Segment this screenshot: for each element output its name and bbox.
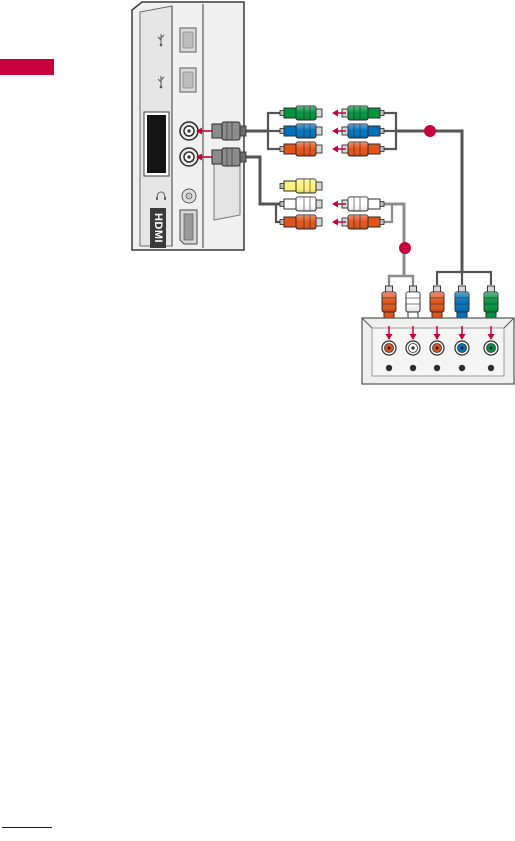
av-in-2[interactable] <box>180 148 198 166</box>
device-jack-white[interactable] <box>406 341 420 355</box>
component-plug-left-orange <box>280 142 322 156</box>
device-screw <box>488 365 494 371</box>
hdmi-port[interactable] <box>180 210 197 244</box>
device-screw <box>386 365 392 371</box>
device-screw <box>434 365 440 371</box>
composite-plug-left-white <box>280 197 322 211</box>
connection-marker-dot <box>399 242 411 254</box>
composite-plug-right-white <box>342 197 384 211</box>
component-plug-right-blue <box>342 124 384 138</box>
usb-port-1[interactable] <box>180 28 196 52</box>
composite-plug-left-yellow <box>280 179 322 193</box>
card-slot[interactable] <box>144 112 169 176</box>
headphone-jack[interactable] <box>182 189 196 203</box>
av-in-1[interactable] <box>180 122 198 140</box>
device-jack-blue[interactable] <box>455 341 469 355</box>
connection-marker-dot <box>424 125 436 137</box>
component-plug-right-green <box>342 106 384 120</box>
component-plug-right-orange <box>342 142 384 156</box>
device-jack-orange[interactable] <box>382 341 396 355</box>
composite-plug-left-orange <box>280 215 322 229</box>
usb-port-2[interactable] <box>180 68 196 92</box>
footer-rule <box>2 827 52 828</box>
svg-text:HDMI: HDMI <box>152 213 164 243</box>
device-jack-green[interactable] <box>484 341 498 355</box>
device-screw <box>459 365 465 371</box>
hdmi-label: HDMI <box>150 208 166 248</box>
component-plug-left-blue <box>280 124 322 138</box>
composite-plug-right-orange <box>342 215 384 229</box>
device-screw <box>410 365 416 371</box>
device-jack-orange[interactable] <box>430 341 444 355</box>
component-plug-left-green <box>280 106 322 120</box>
